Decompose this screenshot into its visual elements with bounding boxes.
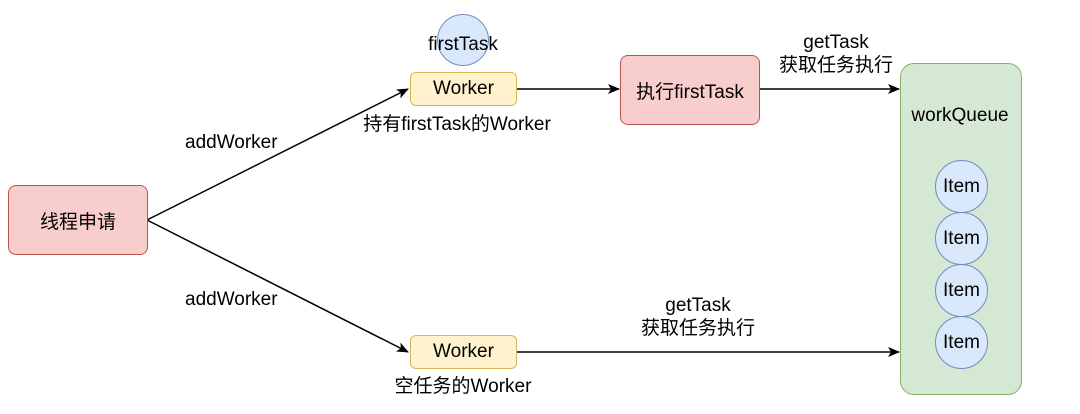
thread-request-node: 线程申请 [8, 185, 148, 255]
add-worker-top-label: addWorker [185, 132, 278, 153]
edge-request-to-worker-bottom [146, 219, 409, 353]
edge-request-to-worker-top [146, 88, 409, 221]
fetch-task-top-label: 获取任务执行 [778, 55, 894, 76]
add-worker-bottom-label: addWorker [185, 289, 278, 310]
worker-with-task-caption: 持有firstTask的Worker [363, 114, 551, 135]
execute-first-task-node: 执行firstTask [620, 55, 760, 125]
fetch-task-bottom-label: 获取任务执行 [640, 318, 756, 339]
first-task-label: firstTask [428, 34, 498, 55]
queue-item: Item [935, 264, 988, 317]
queue-item: Item [935, 316, 988, 369]
get-task-bottom-label: getTask [665, 295, 731, 316]
work-queue-label: workQueue [911, 105, 1009, 126]
worker-with-task-node: Worker [410, 72, 517, 106]
worker-empty-caption: 空任务的Worker [394, 376, 532, 397]
get-task-top-label: getTask [803, 32, 869, 53]
queue-item: Item [935, 160, 988, 213]
worker-empty-node: Worker [410, 335, 517, 369]
queue-item: Item [935, 212, 988, 265]
first-task-circle [437, 14, 489, 66]
